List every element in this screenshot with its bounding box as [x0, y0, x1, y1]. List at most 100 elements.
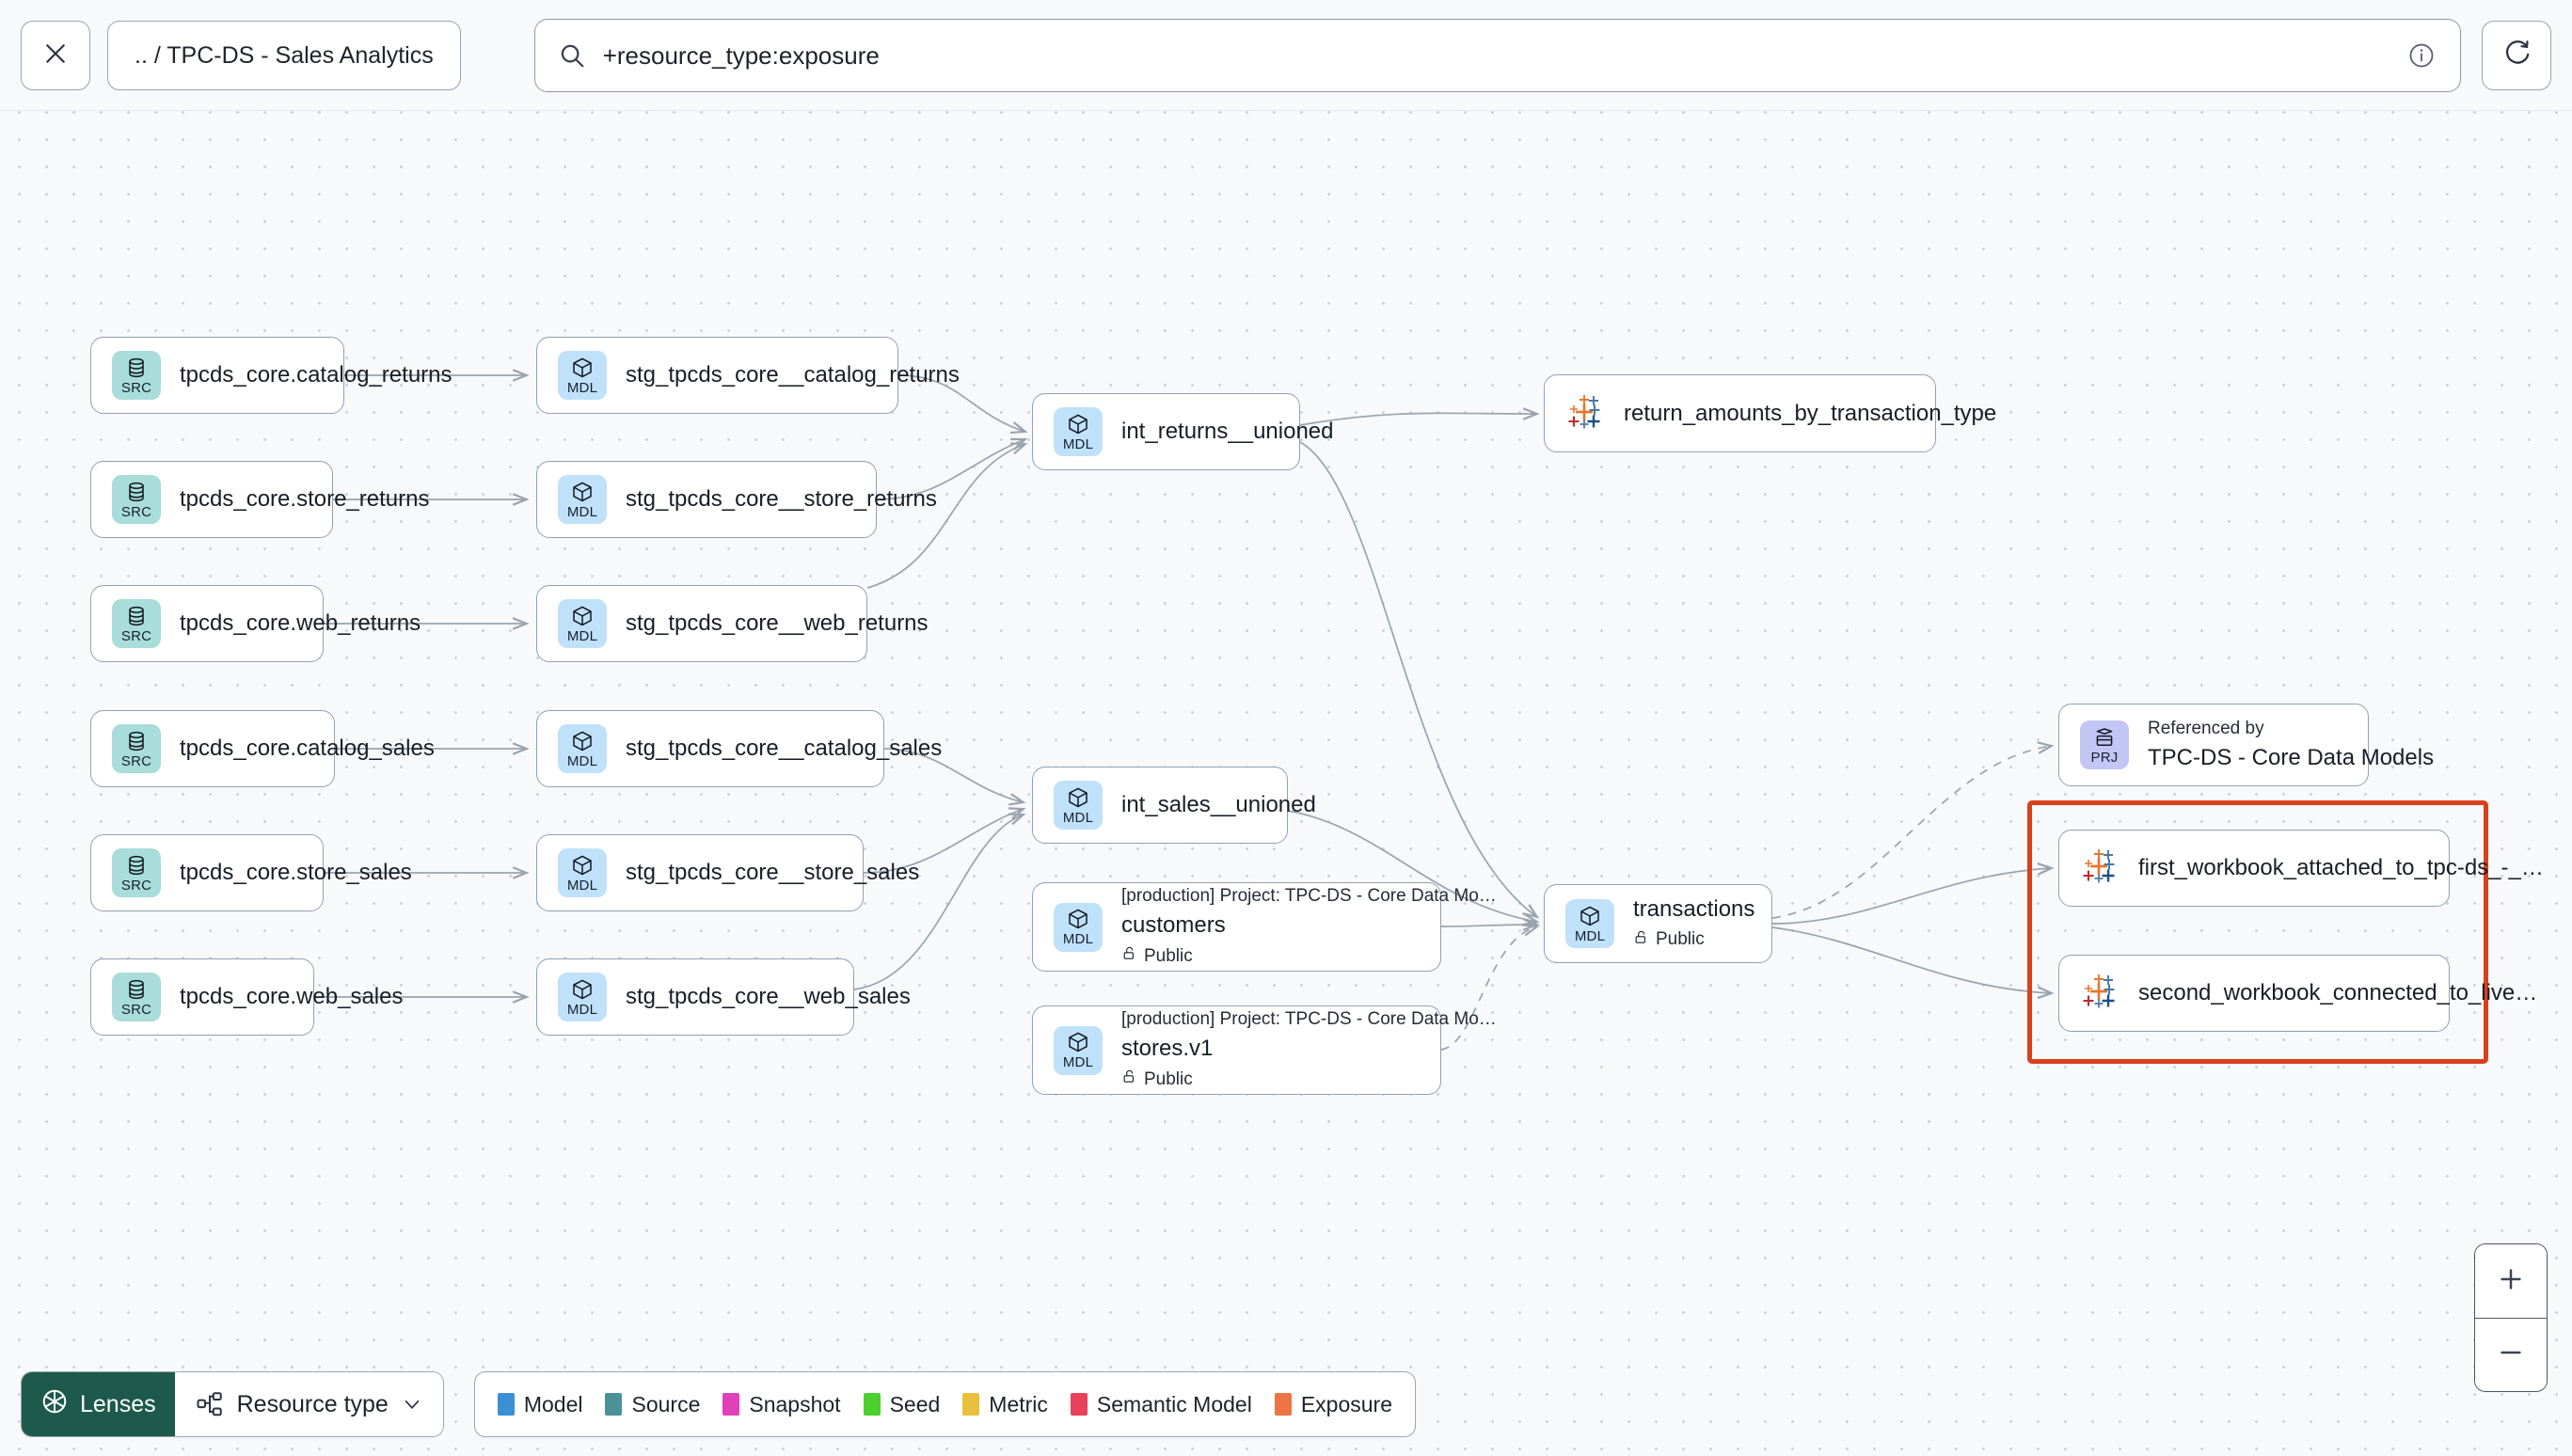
legend-label: Model — [523, 1391, 583, 1416]
graph-node-src_web_returns[interactable]: SRC tpcds_core.web_returns — [90, 585, 421, 662]
lenses-label: Lenses — [80, 1390, 156, 1417]
legend-label: Snapshot — [749, 1391, 841, 1416]
graph-node-stg_catalog_sales[interactable]: MDL stg_tpcds_core__catalog_sales — [536, 710, 942, 787]
resource-type-legend: Model Source Snapshot Seed Metric Semant… — [473, 1371, 1416, 1437]
close-icon — [41, 40, 70, 72]
legend-label: Source — [631, 1391, 701, 1416]
resource-badge-src: SRC — [112, 599, 161, 648]
node-label: stg_tpcds_core__web_returns — [626, 610, 929, 636]
search-bar[interactable] — [533, 19, 2461, 92]
legend-item-snapshot[interactable]: Snapshot — [722, 1391, 841, 1417]
legend-item-exposure[interactable]: Exposure — [1274, 1391, 1392, 1417]
graph-node-src_store_sales[interactable]: SRC tpcds_core.store_sales — [90, 834, 412, 911]
node-label: return_amounts_by_transaction_type — [1624, 400, 1997, 426]
legend-item-metric[interactable]: Metric — [962, 1392, 1048, 1417]
graph-node-second_workbook[interactable]: second_workbook_connected_to_live… — [2058, 955, 2537, 1032]
graph-node-first_workbook[interactable]: first_workbook_attached_to_tpc-ds_-_… — [2058, 830, 2544, 907]
legend-swatch — [1070, 1393, 1088, 1416]
tableau-workbook-icon — [1565, 394, 1603, 433]
resource-type-label: Resource type — [236, 1390, 389, 1417]
node-label: int_returns__unioned — [1121, 419, 1334, 444]
database-icon — [125, 356, 148, 379]
project-layers-icon — [2093, 726, 2116, 749]
legend-label: Exposure — [1300, 1391, 1392, 1416]
cube-icon — [1067, 908, 1089, 930]
resource-badge-src: SRC — [112, 973, 161, 1021]
graph-node-int_sales_unioned[interactable]: MDL int_sales__unioned — [1032, 767, 1316, 844]
graph-node-stg_store_returns[interactable]: MDL stg_tpcds_core__store_returns — [536, 461, 937, 538]
graph-node-return_amounts[interactable]: return_amounts_by_transaction_type — [1544, 374, 1996, 452]
close-button[interactable] — [21, 21, 90, 90]
zoom-out-button[interactable] — [2475, 1318, 2547, 1391]
resource-badge-mdl: MDL — [558, 848, 607, 897]
minus-icon — [2497, 1338, 2525, 1371]
resource-badge-label: MDL — [566, 627, 598, 644]
graph-node-stg_catalog_returns[interactable]: MDL stg_tpcds_core__catalog_returns — [536, 337, 960, 414]
resource-badge-label: PRJ — [2090, 749, 2119, 766]
refresh-button[interactable] — [2482, 21, 2551, 90]
lenses-button[interactable]: Lenses — [22, 1372, 175, 1436]
legend-item-source[interactable]: Source — [605, 1392, 700, 1417]
cube-icon — [1067, 786, 1089, 809]
unlock-icon — [1121, 1068, 1137, 1091]
graph-node-src_catalog_returns[interactable]: SRC tpcds_core.catalog_returns — [90, 337, 452, 414]
resource-badge-label: MDL — [566, 752, 598, 769]
legend-item-semantic-model[interactable]: Semantic Model — [1070, 1391, 1252, 1417]
resource-badge-src: SRC — [112, 848, 161, 897]
legend-label: Semantic Model — [1096, 1391, 1252, 1416]
node-label: tpcds_core.catalog_sales — [180, 736, 435, 761]
lenses-group: Lenses Resource type — [21, 1371, 444, 1437]
node-visibility: Public — [1633, 928, 1751, 952]
graph-node-src_web_sales[interactable]: SRC tpcds_core.web_sales — [90, 958, 403, 1036]
graph-node-stg_web_sales[interactable]: MDL stg_tpcds_core__web_sales — [536, 958, 911, 1036]
resource-badge-mdl: MDL — [1054, 781, 1103, 830]
resource-badge-label: MDL — [1574, 927, 1606, 944]
node-label: int_sales__unioned — [1121, 792, 1316, 817]
graph-node-stg_web_returns[interactable]: MDL stg_tpcds_core__web_returns — [536, 585, 929, 662]
graph-node-stores_v1[interactable]: MDL [production] Project: TPC-DS - Core … — [1032, 1005, 1497, 1095]
resource-badge-mdl: MDL — [558, 599, 607, 648]
graph-node-referenced_by[interactable]: PRJ Referenced by TPC-DS - Core Data Mod… — [2058, 704, 2434, 786]
cube-icon — [571, 854, 594, 877]
resource-badge-mdl: MDL — [1054, 902, 1103, 952]
cube-icon — [571, 356, 594, 379]
info-icon[interactable] — [2407, 41, 2436, 70]
chevron-down-icon — [402, 1394, 422, 1415]
database-icon — [125, 978, 148, 1001]
resource-badge-label: MDL — [566, 1001, 598, 1018]
resource-badge-mdl: MDL — [558, 724, 607, 773]
node-text: Referenced by TPC-DS - Core Data Models — [2148, 719, 2434, 771]
node-text: [production] Project: TPC-DS - Core Data… — [1121, 1009, 1497, 1091]
node-visibility: Public — [1121, 944, 1420, 968]
zoom-in-button[interactable] — [2475, 1244, 2547, 1318]
node-label: tpcds_core.web_returns — [180, 610, 421, 636]
node-visibility-label: Public — [1656, 929, 1705, 949]
node-label: customers — [1121, 912, 1226, 938]
legend-label: Metric — [989, 1391, 1048, 1416]
top-toolbar: .. / TPC-DS - Sales Analytics — [0, 0, 2572, 111]
graph-node-int_returns_unioned[interactable]: MDL int_returns__unioned — [1032, 393, 1334, 470]
legend-label: Seed — [889, 1391, 941, 1416]
graph-node-src_catalog_sales[interactable]: SRC tpcds_core.catalog_sales — [90, 710, 435, 787]
graph-node-stg_store_sales[interactable]: MDL stg_tpcds_core__store_sales — [536, 834, 919, 911]
resource-badge-src: SRC — [112, 724, 161, 773]
search-input[interactable] — [602, 20, 2407, 91]
hierarchy-icon — [196, 1390, 224, 1418]
aperture-icon — [40, 1387, 69, 1422]
legend-item-seed[interactable]: Seed — [863, 1391, 941, 1417]
unlock-icon — [1121, 944, 1137, 968]
resource-badge-mdl: MDL — [1054, 407, 1103, 456]
resource-type-filter[interactable]: Resource type — [174, 1372, 443, 1436]
node-label: tpcds_core.catalog_returns — [180, 362, 452, 388]
graph-node-transactions[interactable]: MDL transactions Public — [1544, 884, 1772, 963]
tableau-workbook-icon — [2080, 974, 2118, 1012]
graph-node-customers[interactable]: MDL [production] Project: TPC-DS - Core … — [1032, 882, 1497, 972]
cube-icon — [571, 605, 594, 627]
resource-badge-label: SRC — [120, 627, 152, 644]
breadcrumb[interactable]: .. / TPC-DS - Sales Analytics — [107, 21, 461, 90]
graph-node-src_store_returns[interactable]: SRC tpcds_core.store_returns — [90, 461, 429, 538]
node-visibility-label: Public — [1144, 1068, 1193, 1089]
legend-item-model[interactable]: Model — [497, 1391, 583, 1417]
